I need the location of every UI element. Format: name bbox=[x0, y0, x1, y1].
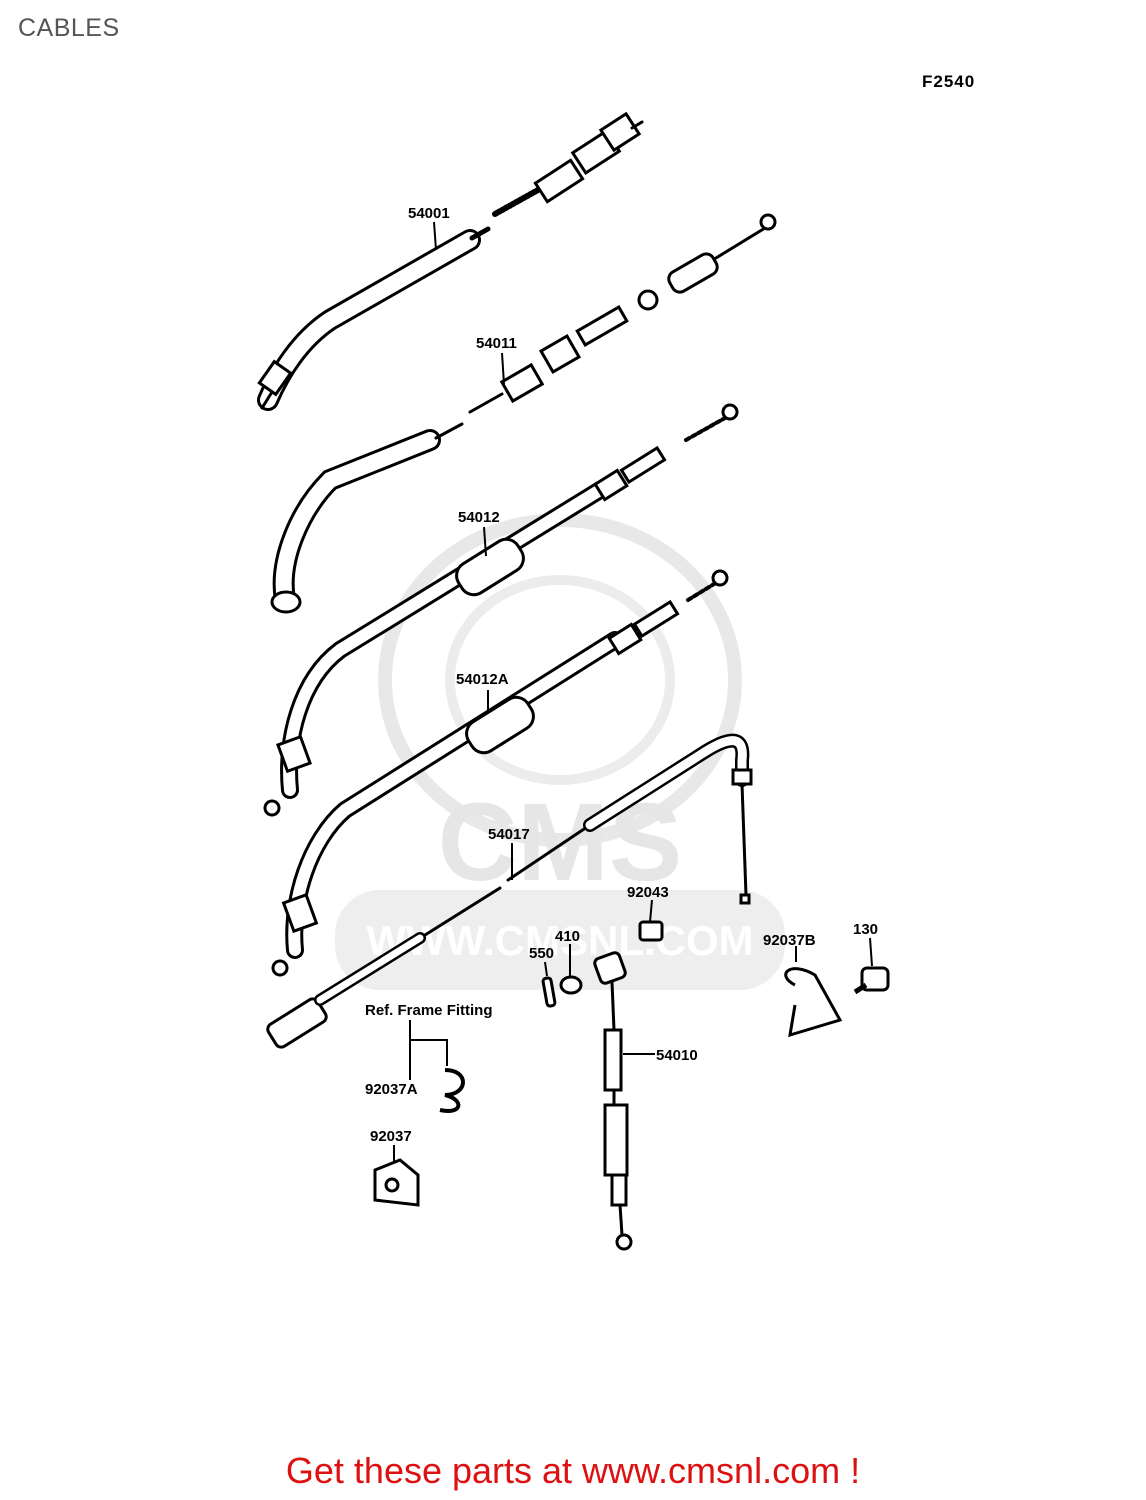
label-ref-frame-fitting: Ref. Frame Fitting bbox=[365, 1002, 493, 1019]
label-550: 550 bbox=[529, 945, 554, 962]
part-550 bbox=[541, 976, 557, 1008]
label-54012: 54012 bbox=[458, 509, 500, 526]
label-92037a: 92037A bbox=[365, 1081, 418, 1098]
watermark-brand: CMS bbox=[438, 781, 682, 904]
part-410 bbox=[559, 975, 583, 995]
part-92043 bbox=[638, 920, 664, 942]
cable-54010 bbox=[593, 951, 633, 1251]
label-130: 130 bbox=[853, 921, 878, 938]
label-92037: 92037 bbox=[370, 1128, 412, 1145]
cable-54011 bbox=[270, 213, 777, 614]
page-title: CABLES bbox=[18, 14, 120, 42]
label-92037b: 92037B bbox=[763, 932, 816, 949]
leader-lines bbox=[393, 221, 873, 1162]
figure-code: F2540 bbox=[922, 72, 976, 91]
watermark: CMS WWW.CMSNL.COM bbox=[335, 513, 785, 990]
part-92037a bbox=[439, 1068, 465, 1113]
watermark-banner bbox=[335, 890, 785, 990]
label-54010: 54010 bbox=[656, 1047, 698, 1064]
cable-54001 bbox=[257, 111, 644, 411]
cable-54012 bbox=[263, 403, 739, 817]
label-54011: 54011 bbox=[476, 335, 517, 352]
small-parts bbox=[373, 920, 890, 1207]
footer-link[interactable]: Get these parts at www.cmsnl.com ! bbox=[285, 1450, 861, 1491]
label-92043: 92043 bbox=[627, 884, 669, 901]
part-92037b bbox=[784, 967, 843, 1038]
watermark-url: WWW.CMSNL.COM bbox=[366, 917, 753, 964]
cable-54017 bbox=[266, 733, 753, 1049]
part-labels: 54001 54011 54012 54012A 54017 92043 410… bbox=[365, 205, 878, 1145]
label-54012a: 54012A bbox=[456, 671, 509, 688]
label-410: 410 bbox=[555, 928, 580, 945]
label-54017: 54017 bbox=[488, 826, 530, 843]
label-54001: 54001 bbox=[408, 205, 450, 222]
part-130 bbox=[860, 966, 890, 992]
cable-54012a bbox=[271, 569, 729, 977]
